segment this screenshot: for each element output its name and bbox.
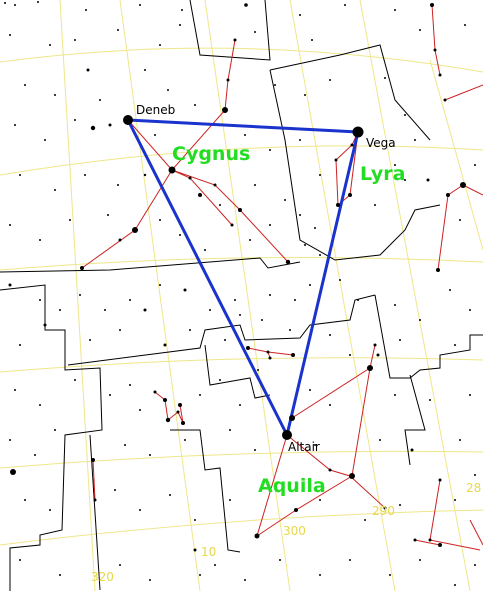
altair-star bbox=[282, 430, 292, 440]
grid-label-280: 28 bbox=[466, 481, 481, 495]
cygnus-label: Cygnus bbox=[172, 143, 250, 165]
lyra-label: Lyra bbox=[360, 163, 405, 185]
grid-label-320: 320 bbox=[91, 570, 114, 584]
background-stars bbox=[4, 1, 476, 586]
grid-label-310: 10 bbox=[201, 545, 216, 559]
figure-stars bbox=[10, 3, 466, 547]
grid-label-300: 300 bbox=[283, 524, 306, 538]
deneb-star bbox=[123, 115, 133, 125]
vega-label: Vega bbox=[366, 136, 396, 150]
aquila-label: Aquila bbox=[258, 475, 326, 497]
deneb-label: Deneb bbox=[136, 103, 175, 117]
summer-triangle bbox=[126, 118, 360, 437]
vega-star bbox=[352, 126, 364, 138]
grid-label-290: 290 bbox=[372, 504, 395, 518]
altair-label: Altair bbox=[288, 440, 320, 454]
